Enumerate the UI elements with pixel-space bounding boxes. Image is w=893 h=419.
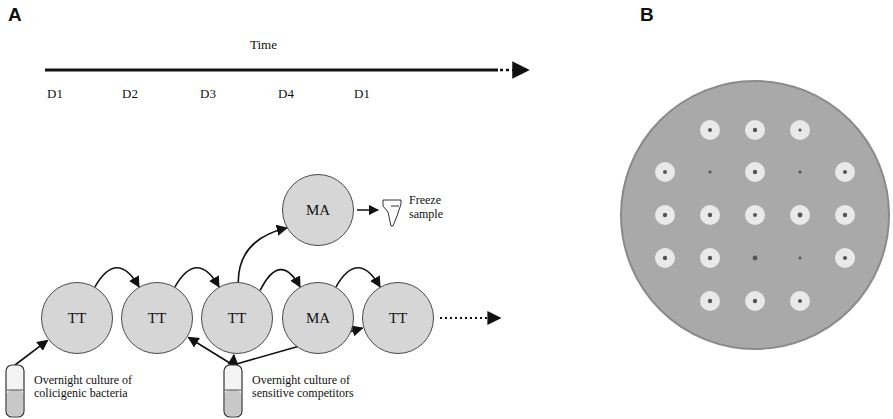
tube-icon [4, 364, 26, 419]
process-circle: TT [201, 282, 273, 354]
transfer-arrow [95, 268, 139, 287]
process-circle: TT [362, 282, 434, 354]
transfer-arrow [232, 355, 234, 365]
freeze-arrow [357, 209, 378, 211]
transfer-arrow [260, 270, 300, 291]
continuation-arrow [440, 317, 500, 319]
process-circle: MA [282, 282, 354, 354]
transfer-arrow [238, 228, 287, 282]
node-label: MA [306, 310, 330, 327]
node-label: TT [148, 310, 166, 327]
process-circle: TT [121, 282, 193, 354]
transfer-arrow [15, 340, 48, 365]
pipette-icon [383, 200, 401, 226]
node-label: MA [306, 202, 330, 219]
node-label: TT [389, 310, 407, 327]
node-label: TT [228, 310, 246, 327]
day-label: D2 [122, 86, 138, 102]
transfer-arrow [175, 268, 219, 287]
process-circle: MA [282, 174, 354, 246]
culture-tube: Overnight culture of sensitive competito… [222, 364, 378, 419]
culture-label: Overnight culture of sensitive competito… [252, 374, 376, 401]
culture-tube: Overnight culture of colicigenic bacteri… [4, 364, 148, 419]
process-circle: TT [41, 282, 113, 354]
culture-label: Overnight culture of colicigenic bacteri… [34, 374, 146, 401]
day-label: D1 [47, 86, 63, 102]
panel-letter: B [640, 4, 654, 26]
node-label: TT [68, 310, 86, 327]
day-label: D4 [278, 86, 294, 102]
axis-title: Time [250, 37, 277, 53]
day-label: D1 [354, 86, 370, 102]
tube-icon [222, 364, 244, 419]
transfer-arrow [336, 268, 380, 287]
day-label: D3 [200, 86, 216, 102]
panel-letter: A [8, 4, 22, 26]
freeze-note: Freeze sample [409, 194, 455, 222]
